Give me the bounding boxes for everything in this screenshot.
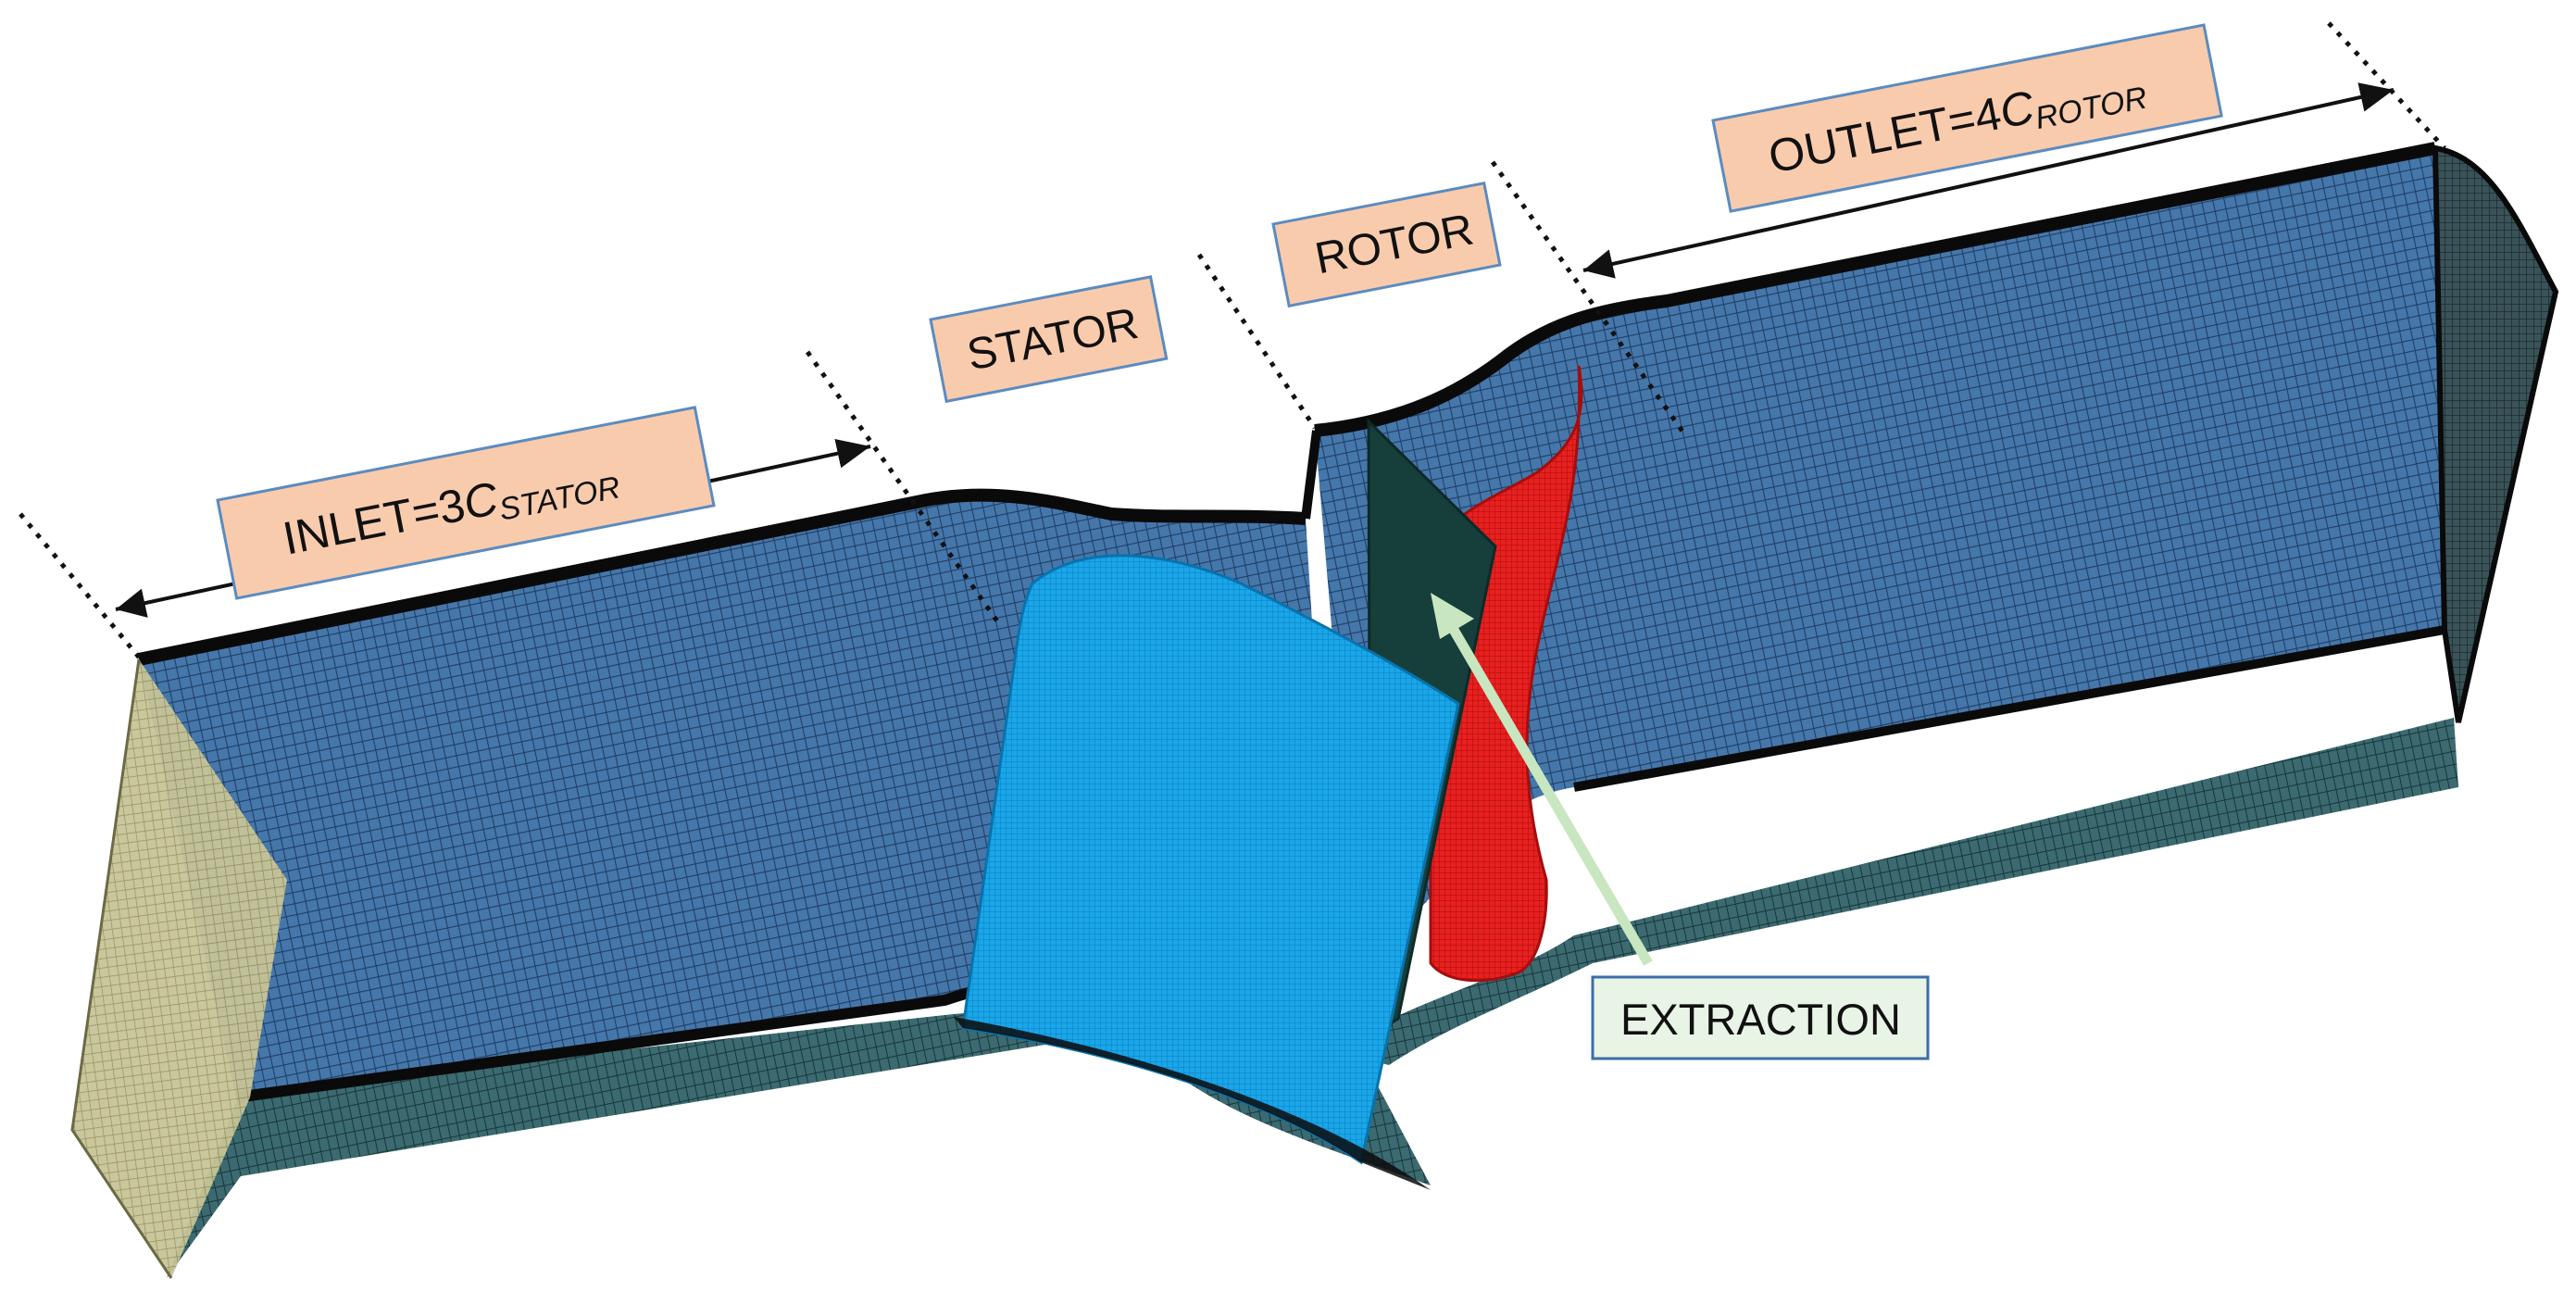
inlet-label-box bbox=[216, 406, 716, 600]
stator-inlet-boundary-line bbox=[805, 350, 1003, 627]
extraction-label-box bbox=[1591, 975, 1930, 1060]
rotor-inlet-edge bbox=[1301, 430, 1321, 520]
extraction-pointer bbox=[1431, 593, 1653, 966]
outlet-length-arrow bbox=[1582, 82, 2395, 279]
outlet-end-face bbox=[2432, 144, 2559, 723]
rotor-outlet-boundary-line bbox=[1490, 160, 1688, 437]
outlet-label: OUTLET=4CROTOR bbox=[1711, 23, 2223, 213]
outlet-boundary-line bbox=[2327, 21, 2446, 150]
section-boundaries bbox=[19, 21, 2446, 661]
extraction-label-text: EXTRACTION bbox=[1620, 995, 1901, 1044]
outlet-passage-mesh bbox=[1315, 148, 2445, 972]
outlet-label-box bbox=[1711, 23, 2223, 213]
stator-blade-shadow bbox=[954, 1017, 1431, 1190]
extraction-label: EXTRACTION bbox=[1591, 975, 1930, 1060]
rotor-label-box bbox=[1271, 181, 1502, 308]
stator-blade bbox=[961, 554, 1460, 1165]
hub-floor-mesh bbox=[167, 718, 2458, 1278]
stator-label: STATOR bbox=[929, 275, 1169, 404]
inlet-face bbox=[72, 659, 287, 1278]
inlet-boundary-line bbox=[19, 512, 143, 661]
inlet-passage-top-edge bbox=[137, 488, 1307, 666]
inlet-face-edge bbox=[70, 658, 173, 1279]
inlet-label: INLET=3CSTATOR bbox=[216, 406, 716, 600]
rotor-label: ROTOR bbox=[1271, 181, 1502, 308]
stator-rotor-boundary-line bbox=[1196, 253, 1318, 430]
stator-label-box bbox=[929, 275, 1169, 404]
outlet-passage-top-edge bbox=[1314, 142, 2437, 437]
outlet-passage-bottom-edge bbox=[1573, 625, 2445, 792]
